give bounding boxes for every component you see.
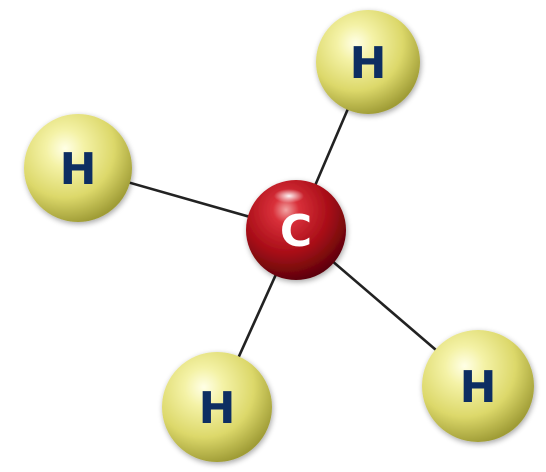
hydrogen-label: H — [60, 144, 97, 195]
hydrogen-atom: H — [24, 114, 132, 222]
hydrogen-atom: H — [422, 330, 534, 442]
carbon-atom: C — [246, 180, 346, 280]
hydrogen-label: H — [460, 362, 497, 413]
carbon-label: C — [280, 206, 312, 257]
hydrogen-atom: H — [162, 352, 272, 462]
hydrogen-label: H — [199, 383, 236, 434]
hydrogen-atom: H — [316, 10, 420, 114]
hydrogen-label: H — [350, 38, 387, 89]
